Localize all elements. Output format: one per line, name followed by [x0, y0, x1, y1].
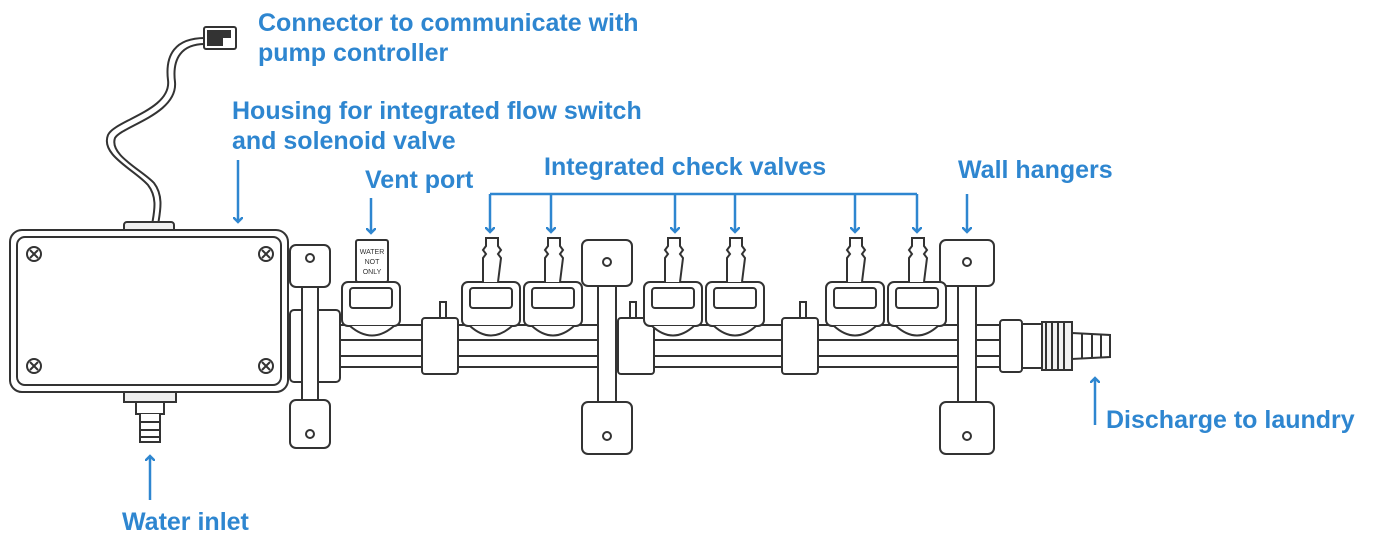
wall-hangers-label: Wall hangers: [958, 156, 1113, 184]
connector-label-line2: pump controller: [258, 39, 449, 67]
vent-port: WATER NOT ONLY: [341, 239, 401, 337]
water-inlet-label: Water inlet: [122, 508, 249, 536]
check-valve-2: [523, 237, 583, 337]
check-valve-1: [461, 237, 521, 337]
check-valve-6: [887, 237, 947, 337]
check-valve-3: [643, 237, 703, 337]
wall-hanger-left: [289, 244, 331, 449]
vent-cap-text-1: WATER: [360, 249, 385, 256]
connector-label-line1: Connector to communicate with: [258, 9, 639, 37]
vent-cap-text-2: NOT: [365, 259, 381, 266]
wall-hanger-right: [939, 239, 995, 455]
vent-port-label: Vent port: [365, 166, 474, 194]
check-valve-4: [705, 237, 765, 337]
check-valve-5: [825, 237, 885, 337]
vent-cap-text-3: ONLY: [363, 269, 382, 276]
housing-label-line1: Housing for integrated flow switch: [232, 97, 642, 125]
callout-arrows: [150, 160, 1095, 500]
pump-connector: [203, 26, 237, 50]
housing-label-line2: and solenoid valve: [232, 127, 456, 155]
check-valves-label: Integrated check valves: [544, 153, 827, 181]
connector-cable: [105, 37, 206, 226]
outlet-fitting: [999, 319, 1111, 373]
discharge-label: Discharge to laundry: [1106, 406, 1355, 434]
water-inlet-fitting: [123, 391, 177, 443]
control-box: [9, 221, 289, 393]
wall-hanger-middle: [581, 239, 633, 455]
